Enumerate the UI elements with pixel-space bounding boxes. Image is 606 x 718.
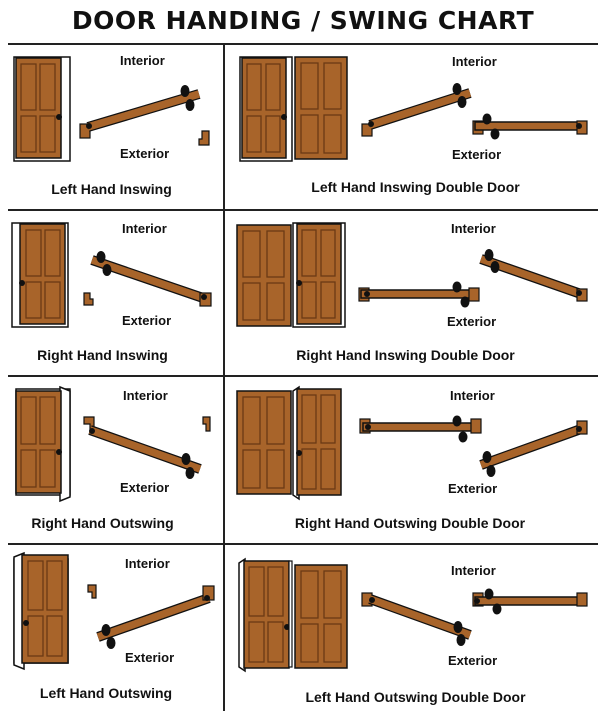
cell-caption: Right Hand Inswing Double Door [296,347,515,363]
cell-caption: Right Hand Outswing Double Door [294,515,526,531]
chart-title: DOOR HANDING / SWING CHART [71,6,535,35]
cell-caption: Right Hand Inswing [37,347,168,363]
rh-outswing-double-drawing [236,385,588,501]
cell-rh-outswing: Interior Exterior Right Hand Outswing [0,377,223,543]
rh-inswing-double-drawing [236,222,588,328]
door-icon [15,57,62,159]
lh-inswing-double-drawing [239,56,588,162]
cell-caption: Left Hand Inswing Double Door [311,179,520,195]
interior-label: Interior [125,556,170,571]
lh-outswing-drawing [13,551,215,671]
cell-lh-inswing-double: Interior Exterior Left Hand Inswing Doub… [225,45,606,209]
lh-outswing-double-drawing [238,557,588,673]
vertical-divider [223,43,225,711]
cell-lh-outswing-double: Interior Exterior Left Hand Outswing Dou… [225,545,606,718]
cell-lh-inswing: Interior Exterior Left Hand Inswing [0,45,223,209]
interior-label: Interior [122,221,167,236]
exterior-label: Exterior [448,481,498,496]
cell-rh-inswing: Interior Exterior Right Hand Inswing [0,211,223,375]
exterior-label: Exterior [452,147,502,162]
cell-caption: Left Hand Outswing [39,685,173,701]
exterior-label: Exterior [120,146,170,161]
cell-caption: Right Hand Outswing [31,515,174,531]
exterior-label: Exterior [125,650,175,665]
cell-caption: Left Hand Outswing Double Door [305,689,526,705]
lh-inswing-drawing [13,56,210,162]
interior-label: Interior [452,54,497,69]
cell-rh-outswing-double: Interior Exterior Right Hand Outswing Do… [225,377,606,543]
row-divider-3 [8,543,598,545]
row-divider-2 [8,375,598,377]
rh-outswing-drawing [15,385,211,503]
exterior-label: Exterior [447,314,497,329]
interior-label: Interior [451,221,496,236]
interior-label: Interior [123,388,168,403]
cell-rh-inswing-double: Interior Exterior Right Hand Inswing Dou… [225,211,606,375]
interior-label: Interior [450,388,495,403]
cell-lh-outswing: Interior Exterior Left Hand Outswing [0,545,223,718]
exterior-label: Exterior [120,480,170,495]
rh-inswing-drawing [11,222,212,328]
row-divider-1 [8,209,598,211]
top-rule [8,43,598,45]
cell-caption: Left Hand Inswing [51,181,172,197]
exterior-label: Exterior [448,653,498,668]
interior-label: Interior [451,563,496,578]
interior-label: Interior [120,53,165,68]
exterior-label: Exterior [122,313,172,328]
